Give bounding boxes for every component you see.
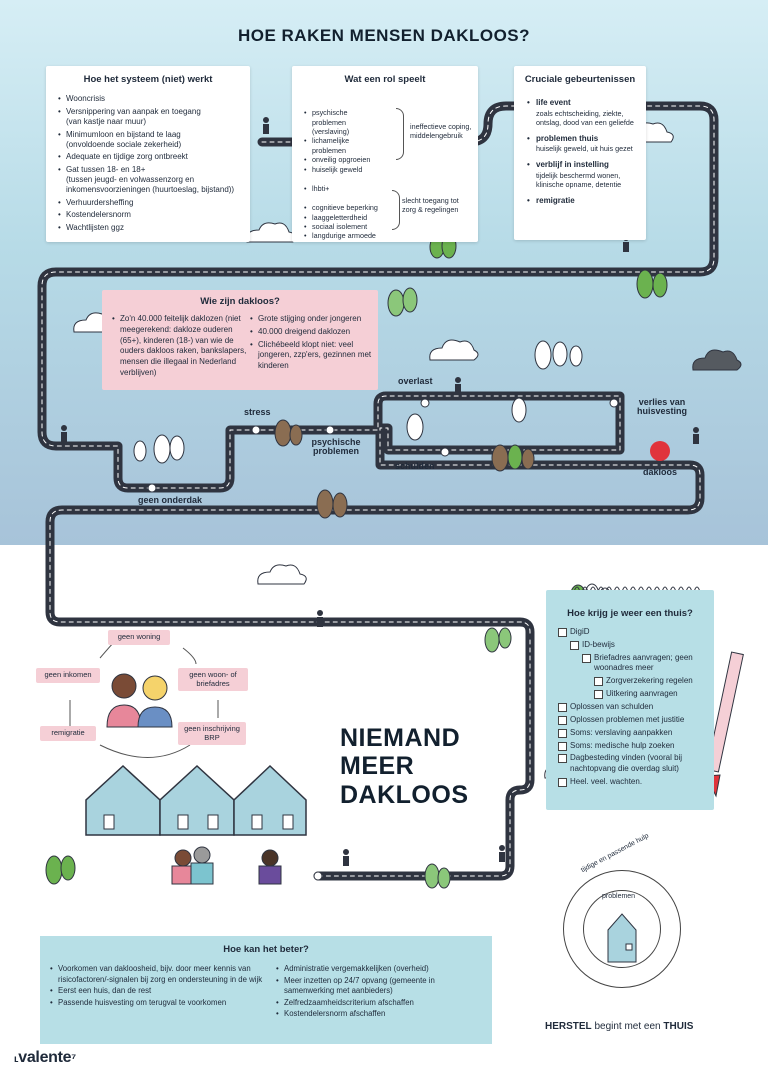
- list-item: sociaal isolement: [304, 222, 382, 232]
- list-item: Administratie vergemakkelijken (overheid…: [276, 964, 482, 975]
- cycle-brp: geen inschrijving BRP: [178, 722, 246, 746]
- list-item: Versnippering van aanpak en toegang(van …: [58, 107, 242, 128]
- checklist-item: Soms: medische hulp zoeken: [558, 741, 706, 751]
- label-psychische: psychische problemen: [311, 437, 361, 457]
- label-verlies: verlies van huisvesting: [636, 397, 687, 417]
- list-item: Eerst een huis, dan de rest: [50, 986, 266, 997]
- roles-heading: Wat een rol speelt: [344, 74, 426, 85]
- list-item: Clichébeeld klopt niet: veel jongeren, z…: [250, 340, 374, 372]
- roles-mid: lhbti+: [292, 184, 478, 194]
- checklist-item: Soms: verslaving aanpakken: [558, 728, 706, 739]
- who-left-list: Zo'n 40.000 feitelijk daklozen (niet mee…: [112, 314, 250, 381]
- roles-note-1: ineffectieve coping, middelengebruik: [410, 122, 472, 140]
- cycle-woonadres: geen woon- of briefadres: [178, 668, 248, 692]
- checklist-item: Uitkering aanvragen: [594, 689, 706, 700]
- checklist-item: DigiD: [558, 627, 706, 638]
- inner-circle: [583, 890, 661, 968]
- label-schulden: schulden: [395, 461, 435, 471]
- brace: [392, 190, 400, 230]
- list-item: Adequate en tijdige zorg ontbreekt: [58, 152, 242, 163]
- list-item: onveilig opgroeien: [304, 155, 380, 165]
- checklist-item: Heel. veel. wachten.: [558, 777, 706, 788]
- list-item: Wooncrisis: [58, 94, 242, 105]
- list-item: Gat tussen 18- en 18+(tussen jeugd- en v…: [58, 165, 242, 196]
- home-checklist: Hoe krijg je weer een thuis? DigiD ID-bew…: [546, 590, 714, 810]
- list-item: Voorkomen van dakloosheid, bijv. door me…: [50, 964, 266, 985]
- roles-card: Wat een rol speelt psychische problemen …: [292, 66, 478, 242]
- improve-card: Hoe kan het beter? Voorkomen van dakloos…: [40, 936, 492, 1044]
- cycle-geen-inkomen: geen inkomen: [36, 668, 100, 683]
- improve-heading: Hoe kan het beter?: [223, 944, 309, 955]
- checklist-item: Zorgverzekering regelen: [594, 676, 706, 687]
- roles-note-2: slecht toegang tot zorg & regelingen: [402, 196, 459, 214]
- improve-right-list: Administratie vergemakkelijken (overheid…: [276, 964, 482, 1021]
- list-item: Zelfredzaamheidscriterium afschaffen: [276, 998, 482, 1009]
- list-item: lichamelijke problemen: [304, 136, 380, 155]
- outer-circle: [563, 870, 681, 988]
- slogan: NIEMAND MEER DAKLOOS: [340, 724, 469, 809]
- list-item: Meer inzetten op 24/7 opvang (gemeente i…: [276, 976, 482, 997]
- list-item: Grote stijging onder jongeren: [250, 314, 374, 325]
- brace: [396, 108, 404, 160]
- list-item: langdurige armoede: [304, 231, 382, 241]
- event-item: remigratie: [527, 196, 636, 207]
- checklist-item: Dagbesteding vinden (vooral bij nachtopv…: [558, 753, 706, 774]
- valente-logo: ʟvalente⁷: [14, 1049, 76, 1066]
- list-item: Kostendelersnorm: [58, 210, 242, 221]
- cycle-remigratie: remigratie: [40, 726, 96, 741]
- herstel-tagline: HERSTEL begint met een THUIS: [545, 1021, 694, 1032]
- inner-circle-label: problemen: [602, 893, 636, 900]
- who-heading: Wie zijn dakloos?: [200, 296, 280, 307]
- who-card: Wie zijn dakloos? Zo'n 40.000 feitelijk …: [102, 290, 378, 390]
- label-dakloos: dakloos: [643, 467, 678, 477]
- system-heading: Hoe het systeem (niet) werkt: [83, 74, 213, 85]
- checklist-item: Briefadres aanvragen; geen woonadres mee…: [582, 653, 706, 674]
- list-item: Wachtlijsten ggz: [58, 223, 242, 234]
- checklist-item: Oplossen problemen met justitie: [558, 715, 706, 726]
- label-stress: stress: [244, 407, 271, 417]
- list-item: psychische problemen (verslaving): [304, 108, 380, 136]
- list-item: huiselijk geweld: [304, 165, 380, 175]
- home-heading: Hoe krijg je weer een thuis?: [567, 608, 693, 619]
- checklist-item: ID-bewijs: [570, 640, 706, 651]
- checklist-item: Oplossen van schulden: [558, 702, 706, 713]
- events-heading: Cruciale gebeurtenissen: [524, 74, 636, 85]
- list-item: cognitieve beperking: [304, 203, 382, 213]
- system-card: Hoe het systeem (niet) werkt Wooncrisis …: [46, 66, 250, 242]
- label-onderdak: geen onderdak: [138, 495, 203, 505]
- events-card: Cruciale gebeurtenissen life eventzoals …: [514, 66, 646, 240]
- cycle-geen-woning: geen woning: [108, 630, 170, 645]
- list-item: Verhuurdersheffing: [58, 198, 242, 209]
- page-title: HOE RAKEN MENSEN DAKLOOS?: [237, 26, 531, 45]
- list-item: Passende huisvesting om terugval te voor…: [50, 998, 266, 1009]
- roles-group-2: cognitieve beperking laaggeletterdheid s…: [292, 203, 390, 241]
- who-right-list: Grote stijging onder jongeren 40.000 dre…: [250, 314, 374, 374]
- system-list: Wooncrisis Versnippering van aanpak en t…: [46, 94, 250, 233]
- list-item: Minimumloon en bijstand te laag(onvoldoe…: [58, 130, 242, 151]
- list-item: laaggeletterdheid: [304, 213, 382, 223]
- improve-left-list: Voorkomen van dakloosheid, bijv. door me…: [50, 964, 266, 1009]
- list-item: Kostendelersnorm afschaffen: [276, 1009, 482, 1020]
- list-item: 40.000 dreigend daklozen: [250, 327, 374, 338]
- list-item: Zo'n 40.000 feitelijk daklozen (niet mee…: [112, 314, 250, 379]
- roles-group-1: psychische problemen (verslaving) licham…: [292, 108, 388, 174]
- label-overlast: overlast: [398, 376, 433, 386]
- list-item: lhbti+: [304, 184, 470, 194]
